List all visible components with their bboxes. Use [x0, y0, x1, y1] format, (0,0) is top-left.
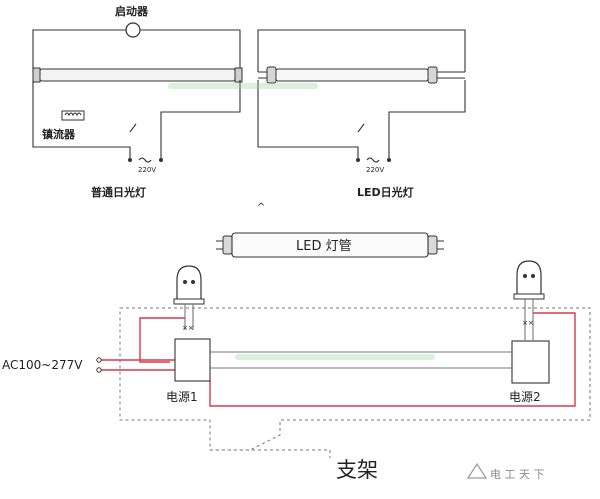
ac-source-icon	[138, 157, 152, 163]
terminal-dot	[387, 158, 391, 162]
led-tube-label: LED 灯管	[296, 239, 352, 254]
power-supply-2	[511, 340, 550, 384]
bracket-label: 支架	[336, 458, 378, 482]
switch-icon	[357, 123, 365, 133]
ac-input-label: AC100~277V	[2, 358, 83, 372]
lamp-holder-left: ××	[173, 265, 205, 332]
led-title: LED日光灯	[357, 185, 414, 199]
bracket-wiring: ×× ×× AC100~277V 电源1 电源2 支架	[2, 260, 591, 482]
terminal-dot	[159, 158, 163, 162]
fluorescent-lamp-circuit: 启动器 镇流器 220V 普通日光灯	[32, 4, 243, 199]
smudge-mark	[168, 83, 318, 89]
starter-label: 启动器	[115, 4, 149, 18]
power-supply-1	[174, 338, 211, 382]
terminal-dot	[96, 367, 102, 373]
live-wire-right	[209, 312, 576, 407]
svg-text:××: ××	[182, 324, 194, 332]
lamp-holder-right: ××	[513, 260, 545, 340]
voltage-label-left: 220V	[138, 166, 156, 174]
ac-source-icon	[366, 157, 380, 163]
power-supply-2-label: 电源2	[509, 390, 541, 404]
voltage-label-right: 220V	[366, 166, 384, 174]
live-wire-left	[139, 317, 185, 363]
led-lamp-circuit: 220V LED日光灯	[257, 29, 466, 199]
fluorescent-tube	[32, 67, 243, 83]
watermark-text: 电 工 天 下	[490, 468, 545, 481]
bracket-outline-lower	[210, 449, 331, 458]
ballast-label: 镇流器	[42, 127, 76, 141]
smudge-mark	[235, 354, 435, 360]
svg-text:××: ××	[522, 319, 534, 327]
switch-icon	[129, 123, 137, 133]
starter-icon	[125, 22, 141, 38]
stray-mark: ^	[257, 202, 265, 213]
led-tube-illustration: LED 灯管	[216, 232, 444, 258]
ac-input-wires	[100, 359, 175, 371]
terminal-dot	[96, 357, 102, 363]
watermark: 电 工 天 下	[466, 462, 545, 481]
watermark-logo-icon	[466, 462, 488, 479]
ballast-icon	[61, 110, 85, 121]
power-supply-1-label: 电源1	[166, 390, 198, 404]
led-tube-top	[258, 66, 465, 84]
terminal-dot	[356, 158, 360, 162]
terminal-dot	[128, 158, 132, 162]
bracket-outline	[119, 307, 591, 451]
led-strip-body	[210, 351, 512, 369]
fluorescent-title: 普通日光灯	[91, 185, 146, 199]
